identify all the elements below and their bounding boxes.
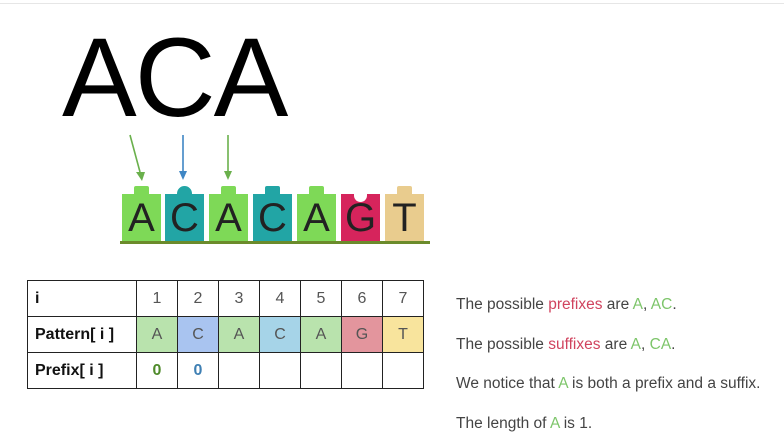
text-part: is 1. [559,415,593,432]
prefixes-text: The possible prefixes are A, AC. [456,296,677,314]
prefix-row: Prefix[ i ] 0 0 [27,352,424,389]
block-tab [177,186,192,196]
pattern-cell: C [259,316,301,353]
pattern-row: Pattern[ i ] A C A C A G T [27,316,424,353]
letter-blocks: A C A C A G T [120,186,430,244]
pattern-cell: A [300,316,342,353]
index-cell: 7 [382,280,424,317]
text-part: We notice that [456,375,559,392]
index-header: i [27,280,137,317]
block-tab [134,186,149,196]
block-tab [221,186,236,196]
text-part: The possible [456,296,549,313]
text-part: is both a prefix and a suffix. [567,375,761,392]
index-cell: 5 [300,280,342,317]
text-part: The possible [456,336,549,353]
block-letter: A [215,196,242,240]
block-baseline [120,241,430,244]
prefix-cell [300,352,342,389]
block-tab [265,186,280,196]
block-letter: C [258,196,287,240]
index-row: i 1 2 3 4 5 6 7 [27,280,424,317]
prefix-cell: 0 [136,352,178,389]
keyword-prefixes: prefixes [548,296,603,313]
arrow-head-c [179,171,187,180]
block-letter: A [303,196,330,240]
index-cell: 1 [136,280,178,317]
pattern-word: ACA [62,15,288,140]
arrow-head-a2 [224,171,232,180]
letter-block: A [209,186,248,242]
pattern-cell: G [341,316,383,353]
index-cell: 6 [341,280,383,317]
notice-text: We notice that A is both a prefix and a … [456,375,760,393]
length-text: The length of A is 1. [456,415,592,433]
index-cell: 3 [218,280,260,317]
pattern-header: Pattern[ i ] [27,316,137,353]
letter-block: G [341,193,380,242]
prefix-cell [259,352,301,389]
text-part: , [641,336,650,353]
prefix-a: A [632,296,643,313]
prefix-table: i 1 2 3 4 5 6 7 Pattern[ i ] A C A C A G… [27,280,424,389]
prefix-ac: AC [650,296,673,313]
block-letter: A [128,196,155,240]
prefix-cell [382,352,424,389]
letter-block: T [385,186,424,242]
prefix-header: Prefix[ i ] [27,352,137,389]
block-tab [309,186,324,196]
text-part: . [671,336,676,353]
pattern-cell: C [177,316,219,353]
pattern-cell: A [136,316,178,353]
letter-block: C [253,186,292,242]
highlight-a: A [549,415,560,432]
text-part: The length of [456,415,550,432]
index-cell: 2 [177,280,219,317]
letter-block: A [122,186,161,242]
letter-block: C [165,186,204,242]
keyword-suffixes: suffixes [548,336,601,353]
block-letter: C [170,196,199,240]
block-notch [354,193,367,202]
index-cell: 4 [259,280,301,317]
letter-block: A [297,186,336,242]
arrow-line-a [129,134,141,173]
pattern-cell: A [218,316,260,353]
prefix-cell: 0 [177,352,219,389]
text-part: are [602,296,633,313]
pattern-cell: T [382,316,424,353]
suffix-ca: CA [649,336,672,353]
prefix-cell [218,352,260,389]
suffix-a: A [630,336,641,353]
top-divider [0,3,784,4]
text-part: , [643,296,651,313]
block-tab [397,186,412,196]
prefix-cell [341,352,383,389]
text-part: . [672,296,677,313]
text-part: are [600,336,631,353]
block-letter: T [392,196,417,240]
highlight-a: A [558,375,568,392]
arrow-head-a [136,172,145,181]
suffixes-text: The possible suffixes are A, CA. [456,336,675,354]
block-letter: G [344,196,377,240]
